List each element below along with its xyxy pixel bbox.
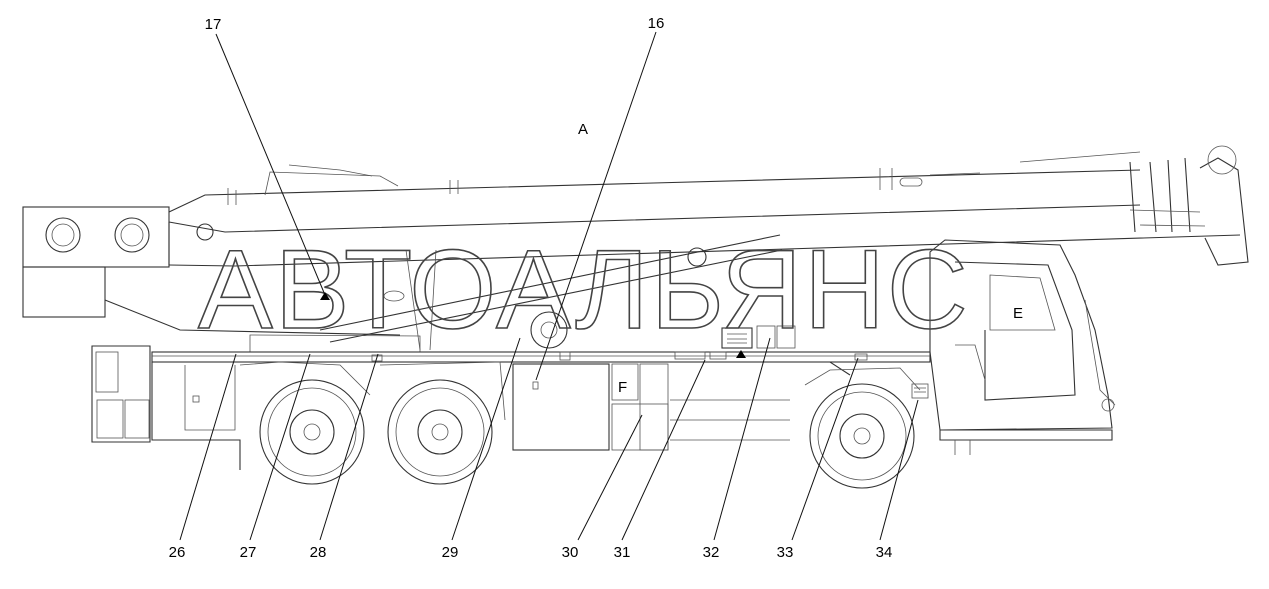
wheel-rear-1 <box>259 379 365 485</box>
callout-31: 31 <box>614 544 631 561</box>
watermark-text: АВТОАЛЬЯНС <box>198 227 970 352</box>
callout-17: 17 <box>205 16 222 33</box>
callout-29: 29 <box>442 544 459 561</box>
callout-28: 28 <box>310 544 327 561</box>
wheel-front <box>809 383 915 489</box>
callout-27: 27 <box>240 544 257 561</box>
chassis-frame <box>91 325 931 470</box>
zone-label-f: F <box>618 379 627 396</box>
callout-30: 30 <box>562 544 579 561</box>
wheels <box>239 361 921 489</box>
callout-32: 32 <box>703 544 720 561</box>
leader-lines <box>179 31 919 541</box>
wheel-rear-2 <box>387 379 493 485</box>
callout-16: 16 <box>648 15 665 32</box>
callout-33: 33 <box>777 544 794 561</box>
zone-label-e: E <box>1013 305 1023 322</box>
callout-26: 26 <box>169 544 186 561</box>
callout-numbers: 17 16 26 27 28 29 30 31 32 33 34 <box>169 15 893 561</box>
crane-boom <box>22 145 1249 353</box>
callout-34: 34 <box>876 544 893 561</box>
zone-label-a: A <box>578 121 588 138</box>
cab <box>929 239 1116 455</box>
